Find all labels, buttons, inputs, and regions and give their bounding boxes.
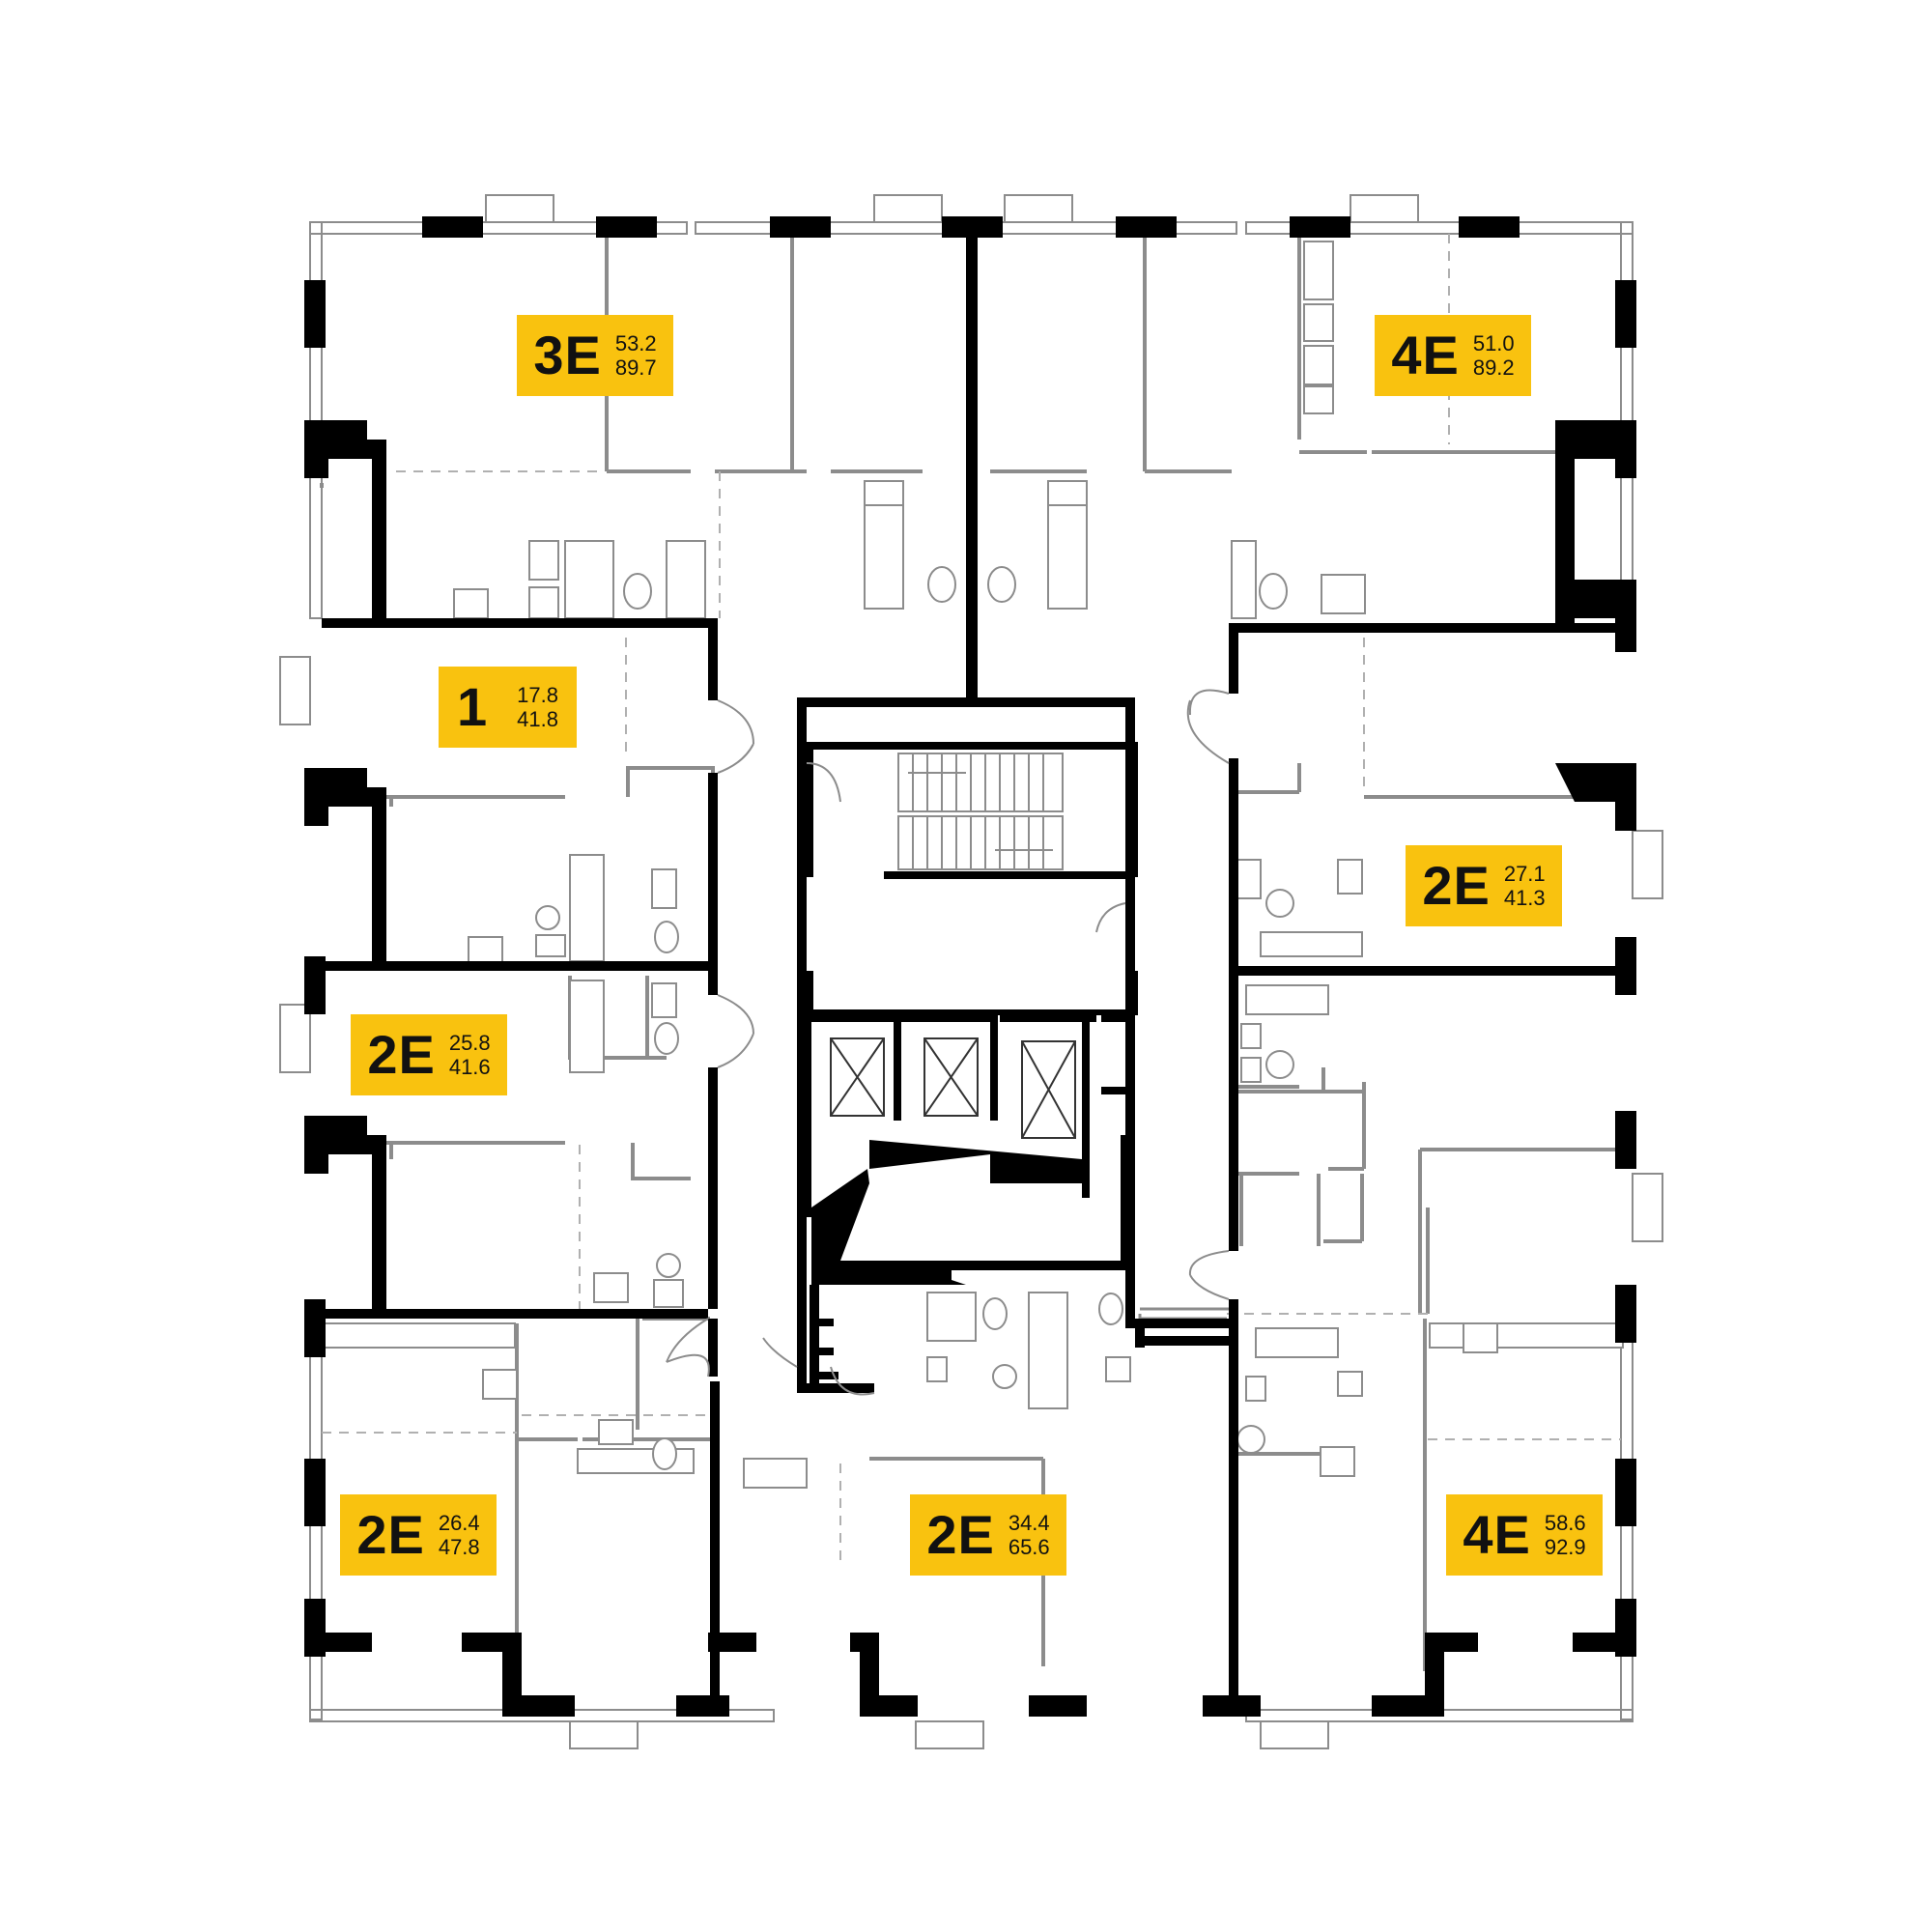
living-area: 27.1 bbox=[1503, 861, 1546, 886]
elevators bbox=[830, 1037, 1076, 1139]
living-area: 26.4 bbox=[438, 1510, 480, 1535]
unit-type: 2E bbox=[367, 1024, 436, 1085]
unit-type: 1 bbox=[457, 676, 489, 737]
fixtures bbox=[321, 241, 1624, 1489]
living-area: 17.8 bbox=[517, 682, 558, 707]
toilet bbox=[623, 573, 652, 610]
living-area: 58.6 bbox=[1544, 1510, 1586, 1535]
living-area: 34.4 bbox=[1008, 1510, 1050, 1535]
total-area: 41.6 bbox=[448, 1055, 491, 1079]
door-swings bbox=[666, 689, 1230, 1396]
unit-type: 3E bbox=[533, 325, 602, 385]
unit-type: 2E bbox=[356, 1504, 425, 1565]
window-sills bbox=[279, 194, 1663, 1749]
total-area: 89.2 bbox=[1472, 355, 1515, 380]
total-area: 47.8 bbox=[438, 1535, 480, 1559]
total-area: 41.3 bbox=[1503, 886, 1546, 910]
living-area: 53.2 bbox=[614, 330, 657, 355]
unit-type: 4E bbox=[1391, 325, 1460, 385]
total-area: 89.7 bbox=[614, 355, 657, 380]
total-area: 65.6 bbox=[1008, 1535, 1050, 1559]
unit-type: 2E bbox=[926, 1504, 995, 1565]
shower-tray bbox=[564, 540, 614, 619]
total-area: 92.9 bbox=[1544, 1535, 1586, 1559]
bathtub bbox=[864, 487, 904, 610]
unit-type: 4E bbox=[1463, 1504, 1531, 1565]
total-area: 41.8 bbox=[517, 707, 558, 731]
unit-type: 2E bbox=[1422, 855, 1491, 916]
living-area: 51.0 bbox=[1472, 330, 1515, 355]
stair-flights bbox=[897, 753, 1064, 870]
living-area: 25.8 bbox=[448, 1030, 491, 1055]
walls bbox=[304, 216, 1636, 1717]
